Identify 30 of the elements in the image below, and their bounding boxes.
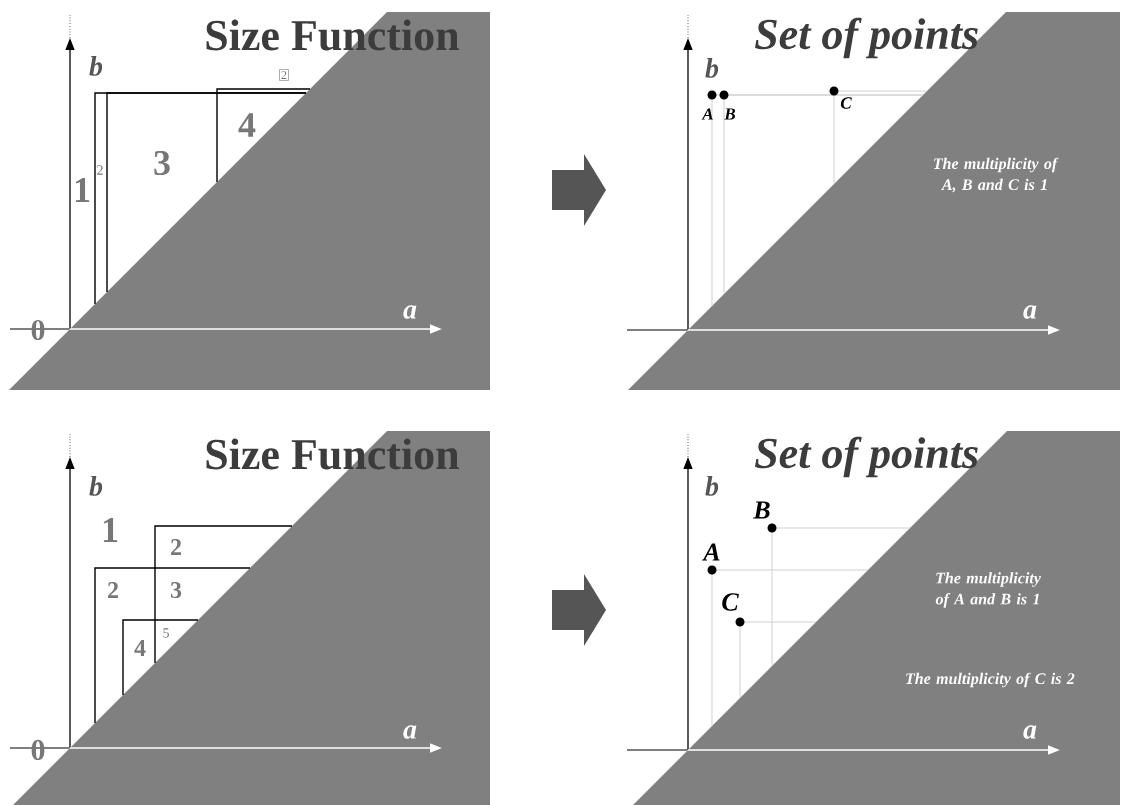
region-count: 3 [154,150,170,176]
axis-label: a [403,305,417,319]
boxed-number: 2 [279,69,289,81]
point-label: A [701,108,713,120]
axis-label: b [89,476,103,496]
point-label: C [840,97,852,109]
panel-title: Set of points [755,17,978,59]
axis-label: a [403,725,417,739]
axis-label: a [1023,305,1037,319]
region-count: 2 [97,165,103,175]
note-text: The multiplicity of A and B is 1 [935,572,1041,608]
region-count: 1 [103,518,118,542]
axis-label: b [705,58,719,78]
point-label: B [724,108,736,120]
axis-label: a [1023,725,1037,739]
region-count: 4 [134,640,146,656]
region-count: 5 [163,628,169,638]
panel-title: Set of points [755,436,978,478]
point-label: B [753,501,770,519]
region-count: 4 [238,113,256,137]
axis-label: b [89,56,103,76]
point-label: C [722,593,739,611]
region-count: 2 [108,582,118,598]
region-count: 1 [75,178,90,202]
region-count: 3 [170,581,182,599]
point-label: A [702,543,720,561]
note-text: The multiplicity of C is 2 [906,672,1075,688]
axis-label: b [705,476,719,496]
region-count: 2 [171,539,181,555]
note-text: The multiplicity of A, B and C is 1 [933,157,1059,193]
